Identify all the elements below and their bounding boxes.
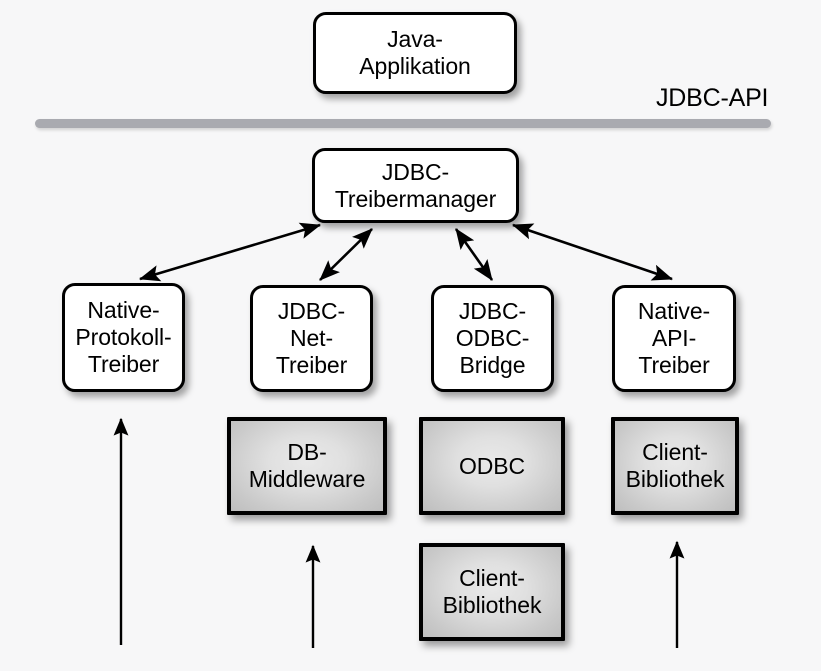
edge-drivermanager-jdbc-odbc	[454, 228, 494, 281]
node-client-bibliothek-odbc[interactable]: Client- Bibliothek	[419, 543, 565, 641]
node-jdbc-drivermanager[interactable]: JDBC- Treibermanager	[312, 148, 519, 223]
node-jdbc-net-treiber[interactable]: JDBC- Net- Treiber	[250, 285, 373, 392]
edge-drivermanager-jdbc-net	[319, 228, 373, 281]
jdbc-api-divider	[35, 119, 771, 128]
jdbc-api-label: JDBC-API	[656, 84, 769, 112]
node-odbc[interactable]: ODBC	[419, 417, 565, 515]
node-native-protokoll-treiber[interactable]: Native- Protokoll- Treiber	[62, 283, 185, 392]
edge-drivermanager-native-api	[512, 223, 673, 281]
node-client-bibliothek-native-api[interactable]: Client- Bibliothek	[611, 417, 739, 515]
node-db-middleware[interactable]: DB- Middleware	[227, 417, 387, 515]
edge-drivermanager-native-protokoll	[139, 222, 321, 282]
node-java-application[interactable]: Java- Applikation	[313, 12, 517, 94]
node-jdbc-odbc-bridge[interactable]: JDBC- ODBC- Bridge	[431, 285, 554, 392]
node-native-api-treiber[interactable]: Native- API- Treiber	[612, 285, 736, 392]
